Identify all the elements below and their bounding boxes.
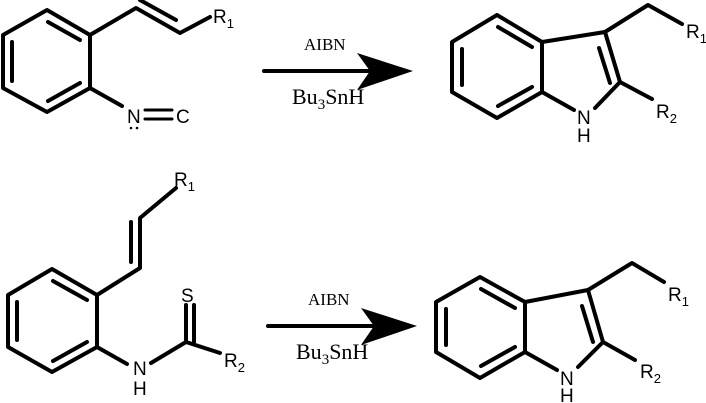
reagent-tributyltin-hydride: Bu3SnH xyxy=(296,339,368,368)
lone-pair-dot xyxy=(135,126,139,130)
reaction-arrow-1: AIBN Bu3SnH xyxy=(262,35,413,113)
r2-subscript: 2 xyxy=(238,360,245,375)
r2-label: R xyxy=(224,351,238,372)
isocyanide-n-label: N xyxy=(127,107,141,128)
thione-s-label: S xyxy=(181,286,194,307)
r1-subscript: 1 xyxy=(227,16,234,31)
indole-product-1: N H R1 R2 xyxy=(450,3,706,147)
r1-subscript: 1 xyxy=(682,294,689,309)
svg-text:R1: R1 xyxy=(174,170,195,194)
r2-label: R xyxy=(640,362,654,383)
svg-text:R2: R2 xyxy=(656,102,677,126)
r1-label: R xyxy=(686,22,700,43)
r2-subscript: 2 xyxy=(670,111,677,126)
isocyanide-c-label: C xyxy=(176,107,190,128)
reagent-bu: Bu xyxy=(292,84,318,109)
reagent-snh: SnH xyxy=(329,339,368,364)
nh-n-label: N xyxy=(577,108,591,129)
nh-n-label: N xyxy=(560,369,574,390)
nh-h-label: H xyxy=(577,126,591,147)
reaction-arrow-2: AIBN Bu3SnH xyxy=(266,290,417,368)
r1-subscript: 1 xyxy=(700,31,706,46)
r2-label: R xyxy=(656,102,670,123)
svg-text:R1: R1 xyxy=(213,7,234,31)
reagent-subscript: 3 xyxy=(322,352,330,368)
r2-subscript: 2 xyxy=(654,371,661,386)
nh-n-label: N xyxy=(133,359,147,380)
reagent-aibn: AIBN xyxy=(304,35,346,54)
nh-h-label: H xyxy=(560,386,574,403)
svg-text:R1: R1 xyxy=(668,285,689,309)
r1-subscript: 1 xyxy=(188,179,195,194)
reagent-tributyltin-hydride: Bu3SnH xyxy=(292,84,364,113)
thioamide-reactant: N H S R1 R2 xyxy=(6,170,245,400)
reagent-bu: Bu xyxy=(296,339,322,364)
r1-label: R xyxy=(213,7,227,28)
svg-text:R2: R2 xyxy=(640,362,661,386)
indole-product-2: N H R1 R2 xyxy=(434,261,689,403)
nh-h-label: H xyxy=(133,379,147,400)
r1-label: R xyxy=(668,285,682,306)
reagent-snh: SnH xyxy=(325,84,364,109)
lone-pair-dot xyxy=(129,126,133,130)
isocyanide-reactant: N C R1 xyxy=(1,0,234,130)
svg-text:R1: R1 xyxy=(686,22,706,46)
reagent-subscript: 3 xyxy=(318,97,326,113)
reagent-aibn: AIBN xyxy=(308,290,350,309)
r1-label: R xyxy=(174,170,188,191)
svg-text:R2: R2 xyxy=(224,351,245,375)
